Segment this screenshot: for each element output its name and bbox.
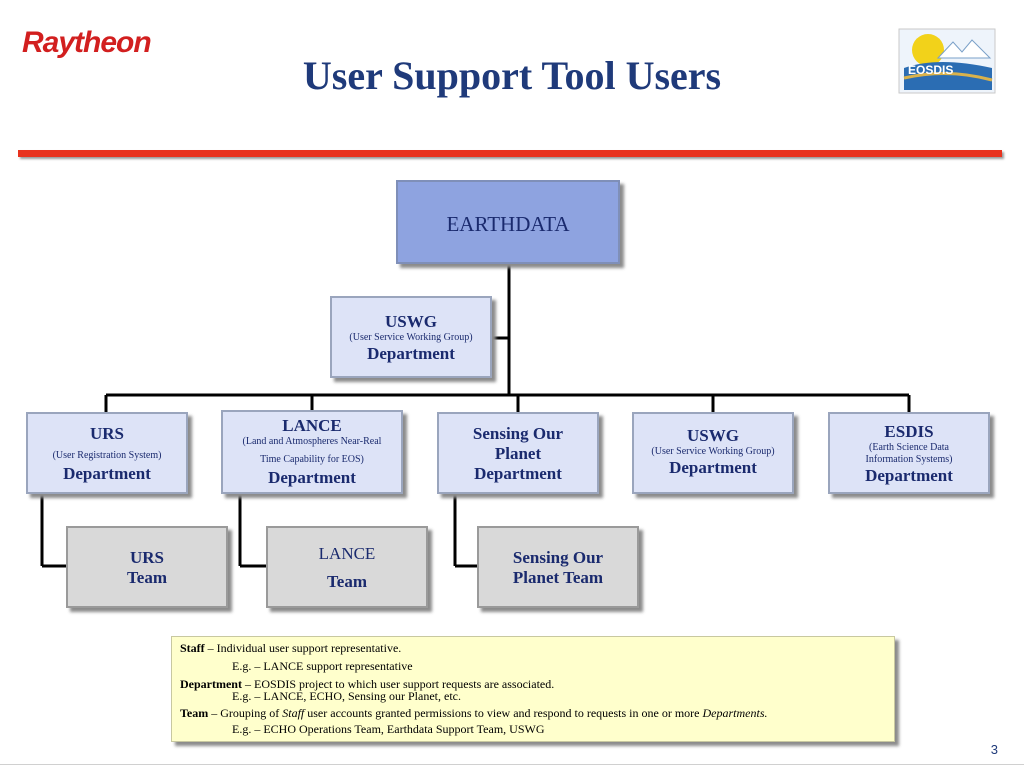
page-title: User Support Tool Users xyxy=(302,53,722,98)
dept-name: URS xyxy=(89,424,124,443)
earthdata-box: EARTHDATA xyxy=(396,180,620,264)
dept-subtitle: (User Registration System) xyxy=(52,450,162,461)
dept-subtitle: Information Systems) xyxy=(865,454,953,465)
esdis-department-box: ESDIS (Earth Science Data Information Sy… xyxy=(828,412,990,494)
earthdata-label: EARTHDATA xyxy=(446,212,570,236)
dept-name: Sensing Our xyxy=(472,424,564,443)
dept-subtitle: (Earth Science Data xyxy=(869,442,949,453)
eosdis-logo: EOSDIS xyxy=(898,28,996,94)
uswg-top-subtitle: (User Service Working Group) xyxy=(349,332,473,343)
legend-team-example: E.g. – ECHO Operations Team, Earthdata S… xyxy=(232,722,545,736)
legend-team-def-staff: Staff xyxy=(282,706,305,720)
team-line-2: Planet Team xyxy=(512,568,604,587)
legend-staff-term: Staff xyxy=(180,641,205,655)
uswg-top-box: USWG (User Service Working Group) Depart… xyxy=(330,296,492,378)
legend-team: Team – Grouping of Staff user accounts g… xyxy=(180,706,886,721)
legend-staff: Staff – Individual user support represen… xyxy=(180,641,886,656)
legend-team-def-2: user accounts granted permissions to vie… xyxy=(304,706,703,720)
legend-box: Staff – Individual user support represen… xyxy=(171,636,895,742)
dept-type: Department xyxy=(268,468,356,487)
urs-department-box: URS (User Registration System) Departmen… xyxy=(26,412,188,494)
legend-team-def-depts: Departments. xyxy=(702,706,768,720)
dept-type: Department xyxy=(865,466,953,485)
title-divider xyxy=(18,150,1002,157)
dept-type: Department xyxy=(669,458,757,477)
sensing-our-planet-department-box: Sensing Our Planet Department xyxy=(437,412,599,494)
uswg-top-name: USWG xyxy=(385,312,437,331)
legend-staff-example: E.g. – LANCE support representative xyxy=(232,659,413,673)
legend-department: Department – EOSDIS project to which use… xyxy=(180,677,886,692)
team-line-1: URS xyxy=(129,548,164,567)
sensing-our-planet-team-box: Sensing Our Planet Team xyxy=(477,526,639,608)
dept-name: ESDIS xyxy=(884,422,934,441)
uswg-department-box: USWG (User Service Working Group) Depart… xyxy=(632,412,794,494)
dept-subtitle: Time Capability for EOS) xyxy=(260,454,364,465)
page-number: 3 xyxy=(990,742,998,757)
urs-team-box: URS Team xyxy=(66,526,228,608)
eosdis-logo-text: EOSDIS xyxy=(908,63,953,77)
dept-subtitle: (User Service Working Group) xyxy=(651,446,775,457)
lance-department-box: LANCE (Land and Atmospheres Near-Real Ti… xyxy=(221,410,403,494)
legend-staff-def: – Individual user support representative… xyxy=(204,641,402,655)
dept-type: Department xyxy=(474,464,562,483)
dept-subtitle: (Land and Atmospheres Near-Real xyxy=(242,436,382,447)
dept-type: Department xyxy=(63,464,151,483)
legend-team-term: Team xyxy=(180,706,209,720)
legend-dept-term: Department xyxy=(180,677,242,691)
team-line-1: LANCE xyxy=(318,544,376,563)
lance-team-box: LANCE Team xyxy=(266,526,428,608)
legend-dept-def: – EOSDIS project to which user support r… xyxy=(241,677,555,691)
legend-dept-example: E.g. – LANCE, ECHO, Sensing our Planet, … xyxy=(232,689,461,703)
team-line-2: Team xyxy=(327,572,367,591)
raytheon-logo: Raytheon xyxy=(22,26,152,59)
dept-name: USWG xyxy=(687,426,739,445)
dept-name: Planet xyxy=(494,444,542,463)
team-line-1: Sensing Our xyxy=(512,548,604,567)
dept-name: LANCE xyxy=(282,416,342,435)
legend-team-def-1: – Grouping of xyxy=(208,706,283,720)
uswg-top-type: Department xyxy=(367,344,455,363)
team-line-2: Team xyxy=(127,568,167,587)
footer-divider xyxy=(0,764,1024,765)
